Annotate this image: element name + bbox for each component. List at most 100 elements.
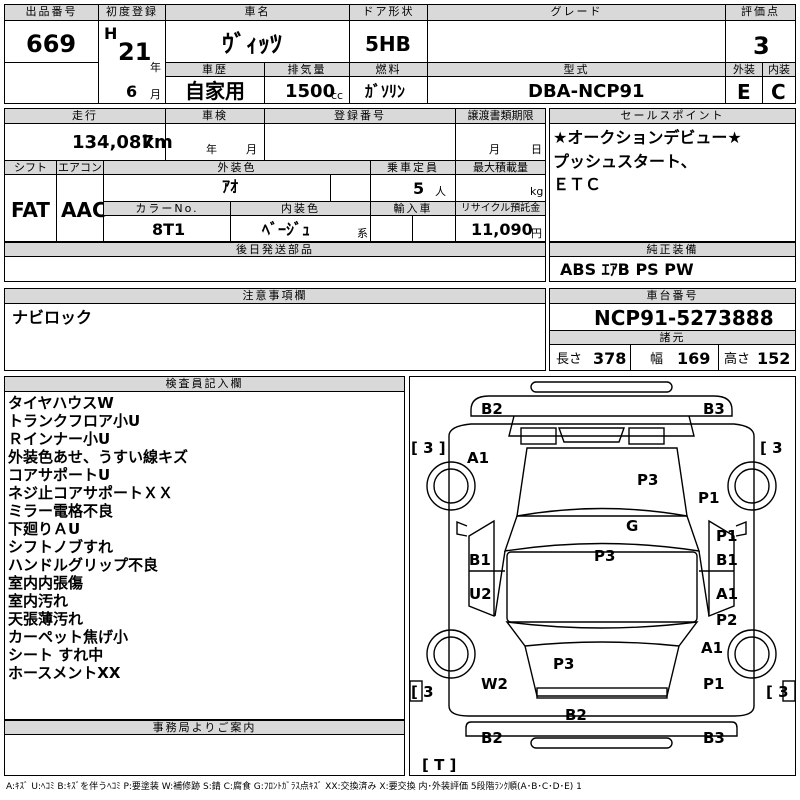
color-number: 8T1 — [152, 220, 186, 239]
width-value: 169 — [677, 349, 711, 368]
inspection-year-unit: 年 — [206, 143, 217, 156]
sales-point-1: ★オークションデビュー★ — [553, 128, 742, 147]
mark-p3-hood: P3 — [637, 471, 659, 489]
office-notice-box — [4, 720, 405, 776]
genuine-equipment-box — [549, 242, 796, 282]
inspection-month-unit: 月 — [246, 143, 257, 156]
inspector-note: 室内汚れ — [8, 592, 69, 610]
mark-w2-left-quarter: W2 — [481, 675, 508, 693]
mark-p2-right: P2 — [716, 611, 738, 629]
header-specs: 諸元 — [550, 331, 795, 345]
max-load-unit: kg — [530, 185, 544, 198]
inspector-note: ネジ止コアサポートＸＸ — [8, 484, 174, 502]
header-grade: グレード — [428, 5, 725, 21]
inspector-note: ハンドルグリップ不良 — [8, 556, 159, 574]
interior-grade: C — [771, 80, 786, 104]
header-chassis-no: 車台番号 — [550, 289, 795, 304]
header-genuine-equipment: 純正装備 — [550, 243, 795, 257]
fuel-type: ｶﾞｿﾘﾝ — [365, 82, 406, 101]
header-exterior: 外装 — [726, 63, 762, 77]
interior-color: ﾍﾞｰｼﾞｭ — [262, 220, 311, 239]
header-score: 評価点 — [726, 5, 795, 21]
inspector-note: Ｒインナー小U — [8, 430, 111, 448]
header-model: 型式 — [428, 63, 725, 77]
header-capacity: 乗車定員 — [371, 161, 455, 175]
header-color-no: カラーNo. — [104, 202, 230, 216]
car-name: ｳﾞｨｯﾂ — [222, 30, 282, 58]
inspector-note: 天張薄汚れ — [8, 610, 84, 628]
mileage-unit: km — [142, 132, 173, 153]
month-unit: 月 — [150, 88, 161, 101]
shift-type: FAT — [11, 198, 50, 222]
mark-p1-front-right: P1 — [698, 489, 720, 507]
mark-bracket-tl: [ 3 ] — [411, 439, 446, 457]
interior-color-suffix: 系 — [357, 227, 368, 240]
header-ext-color: 外装色 — [104, 161, 370, 175]
header-interior: 内装 — [763, 63, 795, 77]
inspector-note: シフトノブすれ — [8, 538, 114, 556]
height-value: 152 — [757, 349, 791, 368]
transfer-month-unit: 月 — [489, 143, 500, 156]
transfer-day-unit: 日 — [531, 143, 542, 156]
inspector-note: ホースメントXX — [8, 664, 121, 682]
header-reg-no: 登録番号 — [265, 109, 455, 124]
notes-text: ナビロック — [12, 308, 93, 327]
mark-bracket-br: [ 3 — [766, 683, 789, 701]
genuine-equipment: ABS ｴｱB PS PW — [560, 260, 694, 279]
header-aircon: エアコン — [57, 161, 103, 175]
mark-p1-right-door: P1 — [716, 527, 738, 545]
door-type: 5HB — [365, 32, 411, 56]
mark-a1-right-quarter: A1 — [701, 639, 724, 657]
header-recycle: リサイクル預託金 — [456, 202, 545, 216]
mark-u2-left: U2 — [469, 585, 492, 603]
mark-a1-front-left: A1 — [467, 449, 490, 467]
header-lot-no: 出品番号 — [5, 5, 98, 21]
width-label: 幅 — [650, 352, 664, 367]
mark-p3-trunk: P3 — [553, 655, 575, 673]
reg-year: 21 — [118, 38, 152, 66]
inspector-note: 室内内張傷 — [8, 574, 84, 592]
legend-text: A:ｷｽﾞ U:ﾍｺﾐ B:ｷｽﾞを伴うﾍｺﾐ P:要塗装 W:補修跡 S:錆 … — [6, 782, 582, 792]
header-office: 事務局よりご案内 — [5, 721, 404, 735]
sales-point-2: プッシュスタート、 — [553, 152, 697, 171]
mark-b2-rear: B2 — [565, 706, 587, 724]
header-mileage: 走行 — [5, 109, 165, 124]
header-fuel: 燃料 — [350, 63, 427, 77]
top-info-block — [4, 4, 796, 104]
height-label: 高さ — [724, 352, 751, 367]
mark-g-glass: G — [626, 517, 639, 535]
inspector-note: シート すれ中 — [8, 646, 104, 664]
header-history: 車歴 — [166, 63, 264, 77]
inspector-notes-list: タイヤハウスW トランクフロア小U Ｒインナー小U 外装色あせ、うすい線キズ コ… — [8, 394, 188, 682]
lot-number: 669 — [26, 30, 77, 58]
inspector-note: タイヤハウスW — [8, 394, 114, 412]
header-import: 輸入車 — [371, 202, 455, 216]
inspector-note: ミラー電格不良 — [8, 502, 114, 520]
header-later-parts: 後日発送部品 — [5, 243, 545, 257]
header-door: ドア形状 — [350, 5, 427, 21]
inspector-notes-box — [4, 376, 405, 720]
recycle-fee: 11,090 — [471, 220, 533, 239]
year-unit: 年 — [150, 61, 161, 74]
mark-b2-top: B2 — [481, 400, 503, 418]
model-code: DBA-NCP91 — [528, 81, 645, 102]
damage-diagram-box — [409, 376, 796, 776]
displacement-unit: cc — [331, 89, 344, 102]
length-value: 378 — [593, 349, 627, 368]
later-parts-box — [4, 242, 546, 282]
mark-b2-bottom: B2 — [481, 729, 503, 747]
length-label: 長さ — [556, 352, 583, 367]
car-diagram — [409, 381, 796, 749]
aircon-type: AAC — [61, 198, 107, 222]
mark-b3-top: B3 — [703, 400, 725, 418]
chassis-number: NCP91-5273888 — [594, 306, 774, 330]
header-shift: シフト — [5, 161, 56, 175]
mark-bracket-bl: [ 3 — [411, 683, 434, 701]
header-sales-points: セールスポイント — [550, 109, 795, 124]
mark-p1-right-quarter: P1 — [703, 675, 725, 693]
reg-month: 6 — [126, 82, 138, 101]
inspector-note: 外装色あせ、うすい線キズ — [8, 448, 189, 466]
vehicle-history: 自家用 — [185, 79, 245, 103]
inspector-note: トランクフロア小U — [8, 412, 141, 430]
header-first-reg: 初度登録 — [99, 5, 165, 21]
